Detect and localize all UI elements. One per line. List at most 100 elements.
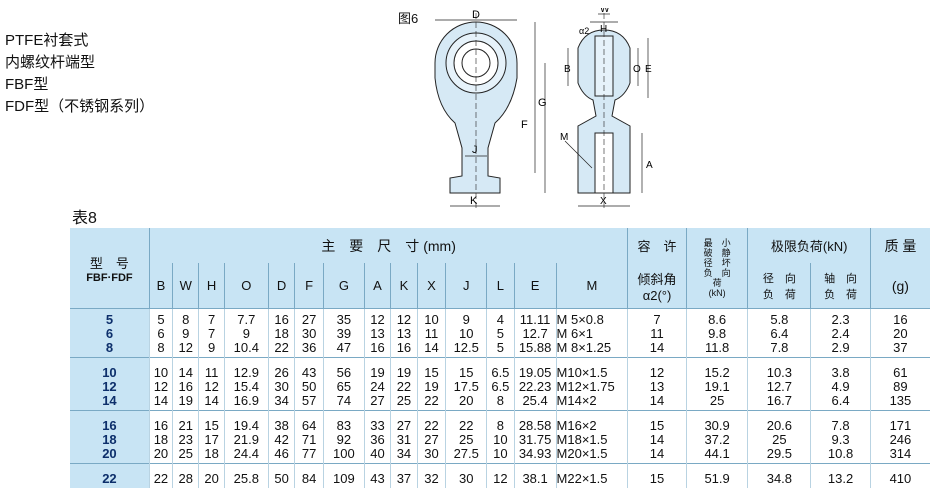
table-cell: 15.2 (686, 358, 748, 381)
table-cell: 10.8 (811, 447, 871, 464)
table-cell: 18 (268, 327, 294, 341)
table-cell: 13.2 (811, 464, 871, 488)
table-cell: 410 (870, 464, 930, 488)
col-header: J (446, 263, 487, 308)
table-cell: 36 (295, 341, 324, 358)
table-cell: 100 (323, 447, 364, 464)
intro-line: PTFE衬套式 (5, 30, 154, 52)
header-min-break: 最 小 破 静 径 坏 负 向 荷 (kN) (686, 228, 748, 309)
table-cell: 6.5 (487, 358, 515, 381)
table-cell: M 6×1 (556, 327, 628, 341)
dim-label-O: O (633, 64, 641, 75)
table-cell: 10 (487, 433, 515, 447)
table-cell: 19.05 (514, 358, 556, 381)
table-cell: M14×2 (556, 394, 628, 411)
rod-end-drawing: D G F J K W H α2 B O E M A X (420, 8, 680, 213)
model-cell: 22 (70, 464, 149, 488)
table-cell: 61 (870, 358, 930, 381)
dim-label-E: E (645, 64, 652, 75)
dim-label-M: M (560, 132, 568, 143)
table-cell: 7.7 (224, 309, 268, 328)
table-cell: 10 (446, 327, 487, 341)
table-cell: 47 (323, 341, 364, 358)
table-cell: 16 (391, 341, 417, 358)
front-view (435, 13, 517, 208)
table-cell: 9.3 (811, 433, 871, 447)
table-cell: 22 (417, 411, 446, 434)
table-cell: 74 (323, 394, 364, 411)
table-cell: 44.1 (686, 447, 748, 464)
table-cell: 109 (323, 464, 364, 488)
model-cell: 14 (70, 394, 149, 411)
header-main-dims: 主 要 尺 寸 (mm) (149, 228, 627, 263)
model-cell: 16 (70, 411, 149, 434)
table-cell: 12 (173, 341, 199, 358)
dim-label-alpha2: α2 (579, 26, 589, 36)
table-cell: 28 (173, 464, 199, 488)
table-cell: 24 (364, 380, 390, 394)
table-cell: 25 (391, 394, 417, 411)
dim-label-W: W (600, 8, 610, 15)
table-cell: 50 (268, 464, 294, 488)
table-cell: 34.93 (514, 447, 556, 464)
table-cell: 37.2 (686, 433, 748, 447)
table-cell: M12×1.75 (556, 380, 628, 394)
table-cell: 28.58 (514, 411, 556, 434)
table-cell: 13 (364, 327, 390, 341)
model-cell: 5 (70, 309, 149, 328)
table-cell: 31 (391, 433, 417, 447)
header-allow: 容 许 (628, 228, 686, 263)
table-cell: 171 (870, 411, 930, 434)
model-cell: 18 (70, 433, 149, 447)
table-cell: 36 (364, 433, 390, 447)
table-cell: 12.9 (224, 358, 268, 381)
intro-line: 内螺纹杆端型 (5, 52, 154, 74)
table-cell: 10 (487, 447, 515, 464)
table-cell: 27 (391, 411, 417, 434)
header-min-break-unit: (kN) (687, 288, 748, 298)
table-cell: 19.4 (224, 411, 268, 434)
table-cell: 21.9 (224, 433, 268, 447)
table-cell: 17.5 (446, 380, 487, 394)
table-cell: 19.1 (686, 380, 748, 394)
table-cell: 13 (628, 380, 686, 394)
col-header: B (149, 263, 172, 308)
table-cell: 14 (149, 394, 172, 411)
table-cell: 32 (417, 464, 446, 488)
col-header: L (487, 263, 515, 308)
table-cell: 19 (391, 358, 417, 381)
table-cell: 314 (870, 447, 930, 464)
table-cell: 37 (870, 341, 930, 358)
table-cell: 14 (628, 433, 686, 447)
table-cell: 10.3 (748, 358, 811, 381)
table-cell: 56 (323, 358, 364, 381)
table-cell: 16 (870, 309, 930, 328)
table-cell: 14 (199, 394, 224, 411)
table-cell: 20 (199, 464, 224, 488)
table-cell: 42 (268, 433, 294, 447)
table-cell: 16 (149, 411, 172, 434)
table-cell: 12 (364, 309, 390, 328)
table-cell: 18 (149, 433, 172, 447)
table-cell: M18×1.5 (556, 433, 628, 447)
table-cell: 27.5 (446, 447, 487, 464)
table-cell: 12.5 (446, 341, 487, 358)
table-cell: 25.4 (514, 394, 556, 411)
table-cell: 27 (364, 394, 390, 411)
table-cell: 7 (199, 327, 224, 341)
header-radial: 径 向 负 荷 (748, 263, 811, 308)
table-cell: 10.4 (224, 341, 268, 358)
table-cell: 22 (268, 341, 294, 358)
header-min-break-label: 最 小 破 静 径 坏 负 向 荷 (704, 238, 731, 288)
table-cell: 2.4 (811, 327, 871, 341)
col-header: D (268, 263, 294, 308)
col-header: O (224, 263, 268, 308)
dim-label-G: G (538, 97, 547, 109)
col-header: M (556, 263, 628, 308)
